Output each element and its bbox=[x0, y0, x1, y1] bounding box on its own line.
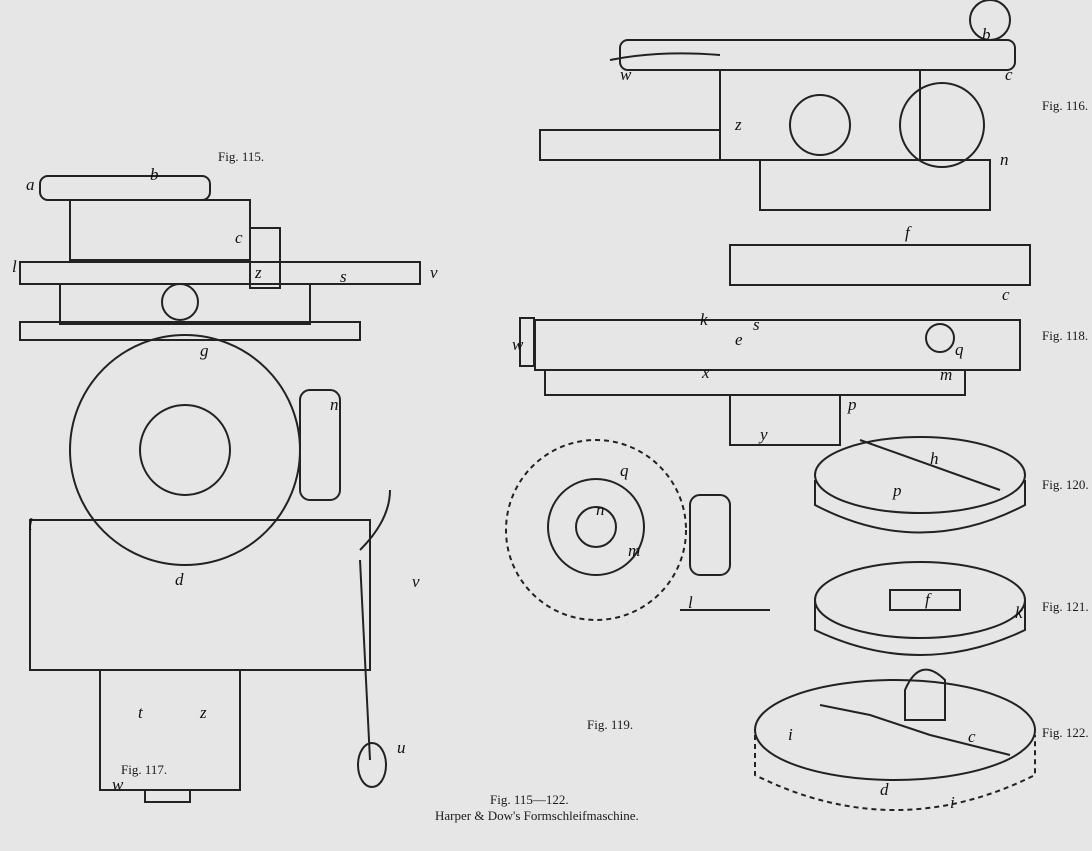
figure-caption-122: Fig. 122. bbox=[1042, 725, 1089, 740]
svg-text:s: s bbox=[753, 315, 760, 334]
svg-text:b: b bbox=[150, 165, 159, 184]
svg-text:c: c bbox=[968, 727, 976, 746]
svg-text:y: y bbox=[758, 425, 768, 444]
svg-text:u: u bbox=[397, 738, 406, 757]
fig-121-drawing bbox=[814, 561, 1026, 656]
figure-caption-118: Fig. 118. bbox=[1042, 328, 1089, 343]
svg-text:x: x bbox=[701, 363, 710, 382]
fig-122-drawing bbox=[754, 668, 1036, 811]
svg-text:c: c bbox=[1002, 285, 1010, 304]
svg-text:d: d bbox=[880, 780, 889, 799]
svg-text:k: k bbox=[1015, 603, 1023, 622]
svg-text:z: z bbox=[199, 703, 207, 722]
svg-text:n: n bbox=[330, 395, 339, 414]
svg-text:w: w bbox=[512, 335, 524, 354]
svg-text:i: i bbox=[788, 725, 793, 744]
svg-text:l: l bbox=[28, 515, 33, 534]
figure-caption-121: Fig. 121. bbox=[1042, 599, 1089, 614]
fig-116-drawing bbox=[539, 0, 1016, 211]
svg-text:s: s bbox=[340, 267, 347, 286]
svg-text:w: w bbox=[620, 65, 632, 84]
svg-text:d: d bbox=[175, 570, 184, 589]
fig-120-drawing bbox=[814, 436, 1026, 534]
svg-text:h: h bbox=[930, 449, 939, 468]
fig-119-drawing bbox=[505, 439, 770, 621]
svg-text:f: f bbox=[925, 590, 932, 609]
figure-caption-117: Fig. 117. bbox=[121, 762, 168, 777]
svg-text:q: q bbox=[620, 461, 629, 480]
svg-text:w: w bbox=[112, 775, 124, 794]
svg-text:e: e bbox=[735, 330, 743, 349]
svg-text:v: v bbox=[412, 572, 420, 591]
svg-text:l: l bbox=[12, 257, 17, 276]
fig-118-drawing bbox=[519, 244, 1031, 446]
figure-caption-115: Fig. 115. bbox=[218, 149, 265, 164]
svg-text:k: k bbox=[700, 310, 708, 329]
svg-text:p: p bbox=[847, 395, 857, 414]
svg-text:i: i bbox=[950, 793, 955, 812]
svg-text:z: z bbox=[734, 115, 742, 134]
svg-text:p: p bbox=[892, 481, 902, 500]
svg-text:t: t bbox=[138, 703, 144, 722]
svg-text:n: n bbox=[1000, 150, 1009, 169]
svg-text:q: q bbox=[955, 340, 964, 359]
svg-text:v: v bbox=[430, 263, 438, 282]
svg-text:m: m bbox=[940, 365, 952, 384]
svg-text:c: c bbox=[1005, 65, 1013, 84]
svg-text:l: l bbox=[688, 593, 693, 612]
svg-text:a: a bbox=[26, 175, 35, 194]
svg-text:z: z bbox=[254, 263, 262, 282]
svg-text:n: n bbox=[596, 500, 605, 519]
figure-caption-119: Fig. 119. bbox=[587, 717, 634, 732]
caption-title: Harper & Dow's Formschleifmaschine. bbox=[435, 808, 639, 823]
svg-text:c: c bbox=[235, 228, 243, 247]
svg-text:m: m bbox=[628, 541, 640, 560]
svg-text:g: g bbox=[200, 341, 209, 360]
figure-caption-120: Fig. 120. bbox=[1042, 477, 1089, 492]
svg-text:b: b bbox=[982, 25, 991, 44]
fig-115-drawing bbox=[19, 175, 421, 341]
fig-117-drawing bbox=[29, 334, 391, 803]
svg-text:f: f bbox=[905, 223, 912, 242]
figure-caption-116: Fig. 116. bbox=[1042, 98, 1089, 113]
caption-range: Fig. 115—122. bbox=[490, 792, 569, 807]
